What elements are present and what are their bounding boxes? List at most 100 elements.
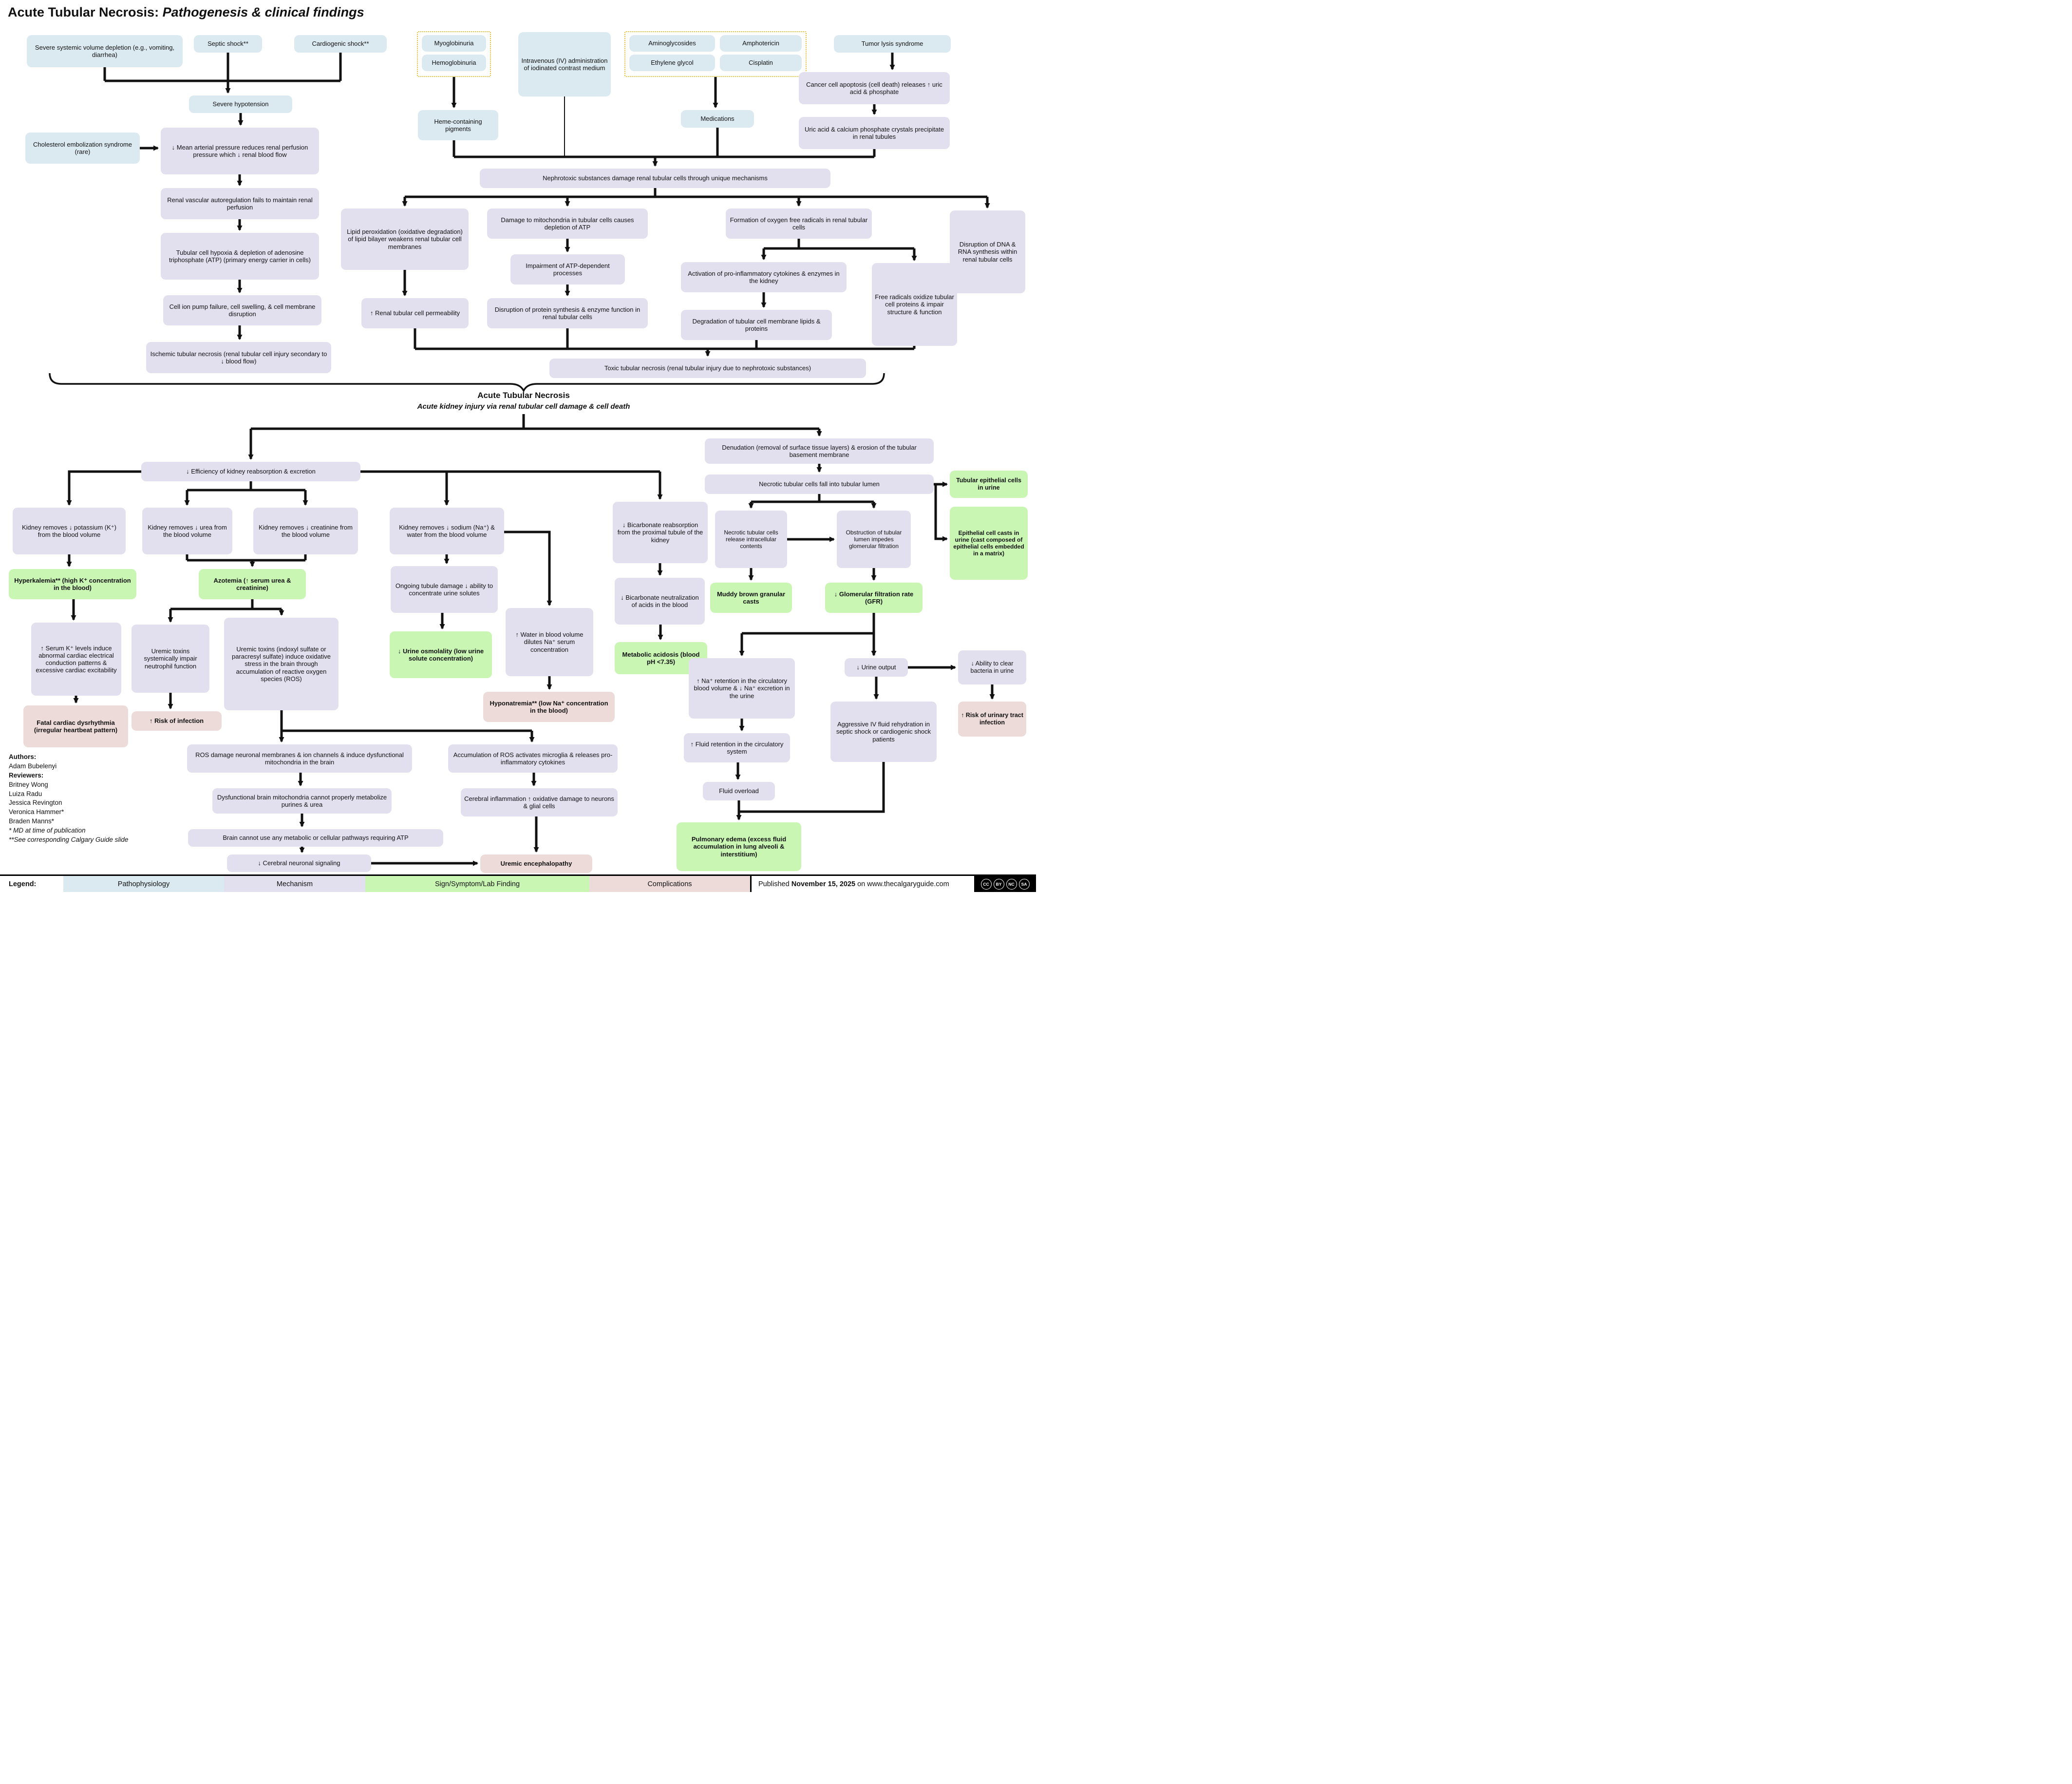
legend-bar: Legend: Pathophysiology Mechanism Sign/S… (0, 874, 1036, 892)
node-uric-crystals: Uric acid & calcium phosphate crystals p… (799, 117, 950, 149)
reviewer-name: Luiza Radu (9, 790, 42, 797)
node-ischemic-necrosis: Ischemic tubular necrosis (renal tubular… (146, 342, 331, 373)
authors-label: Authors: (9, 753, 37, 760)
node-cisplatin: Cisplatin (720, 55, 802, 71)
node-uremic-encephalopathy: Uremic encephalopathy (480, 854, 592, 873)
node-ion-pump-failure: Cell ion pump failure, cell swelling, & … (163, 295, 321, 325)
legend-pathophysiology: Pathophysiology (63, 876, 224, 892)
node-k-potassium: Kidney removes ↓ potassium (K⁺) from the… (13, 508, 126, 554)
node-tubular-epithelial: Tubular epithelial cells in urine (950, 471, 1028, 498)
node-hyperkalemia: Hyperkalemia** (high K⁺ concentration in… (9, 569, 136, 599)
published-prefix: Published (758, 880, 790, 888)
published-date: November 15, 2025 (791, 880, 856, 888)
node-k-sodium: Kidney removes ↓ sodium (Na⁺) & water fr… (390, 508, 504, 554)
node-hyponatremia: Hyponatremia** (low Na⁺ concentration in… (483, 692, 615, 722)
node-chol-embolization: Cholesterol embolization syndrome (rare) (25, 133, 140, 164)
node-risk-infection: ↑ Risk of infection (132, 711, 222, 731)
medication-group-outline (624, 31, 807, 77)
node-membrane-degradation: Degradation of tubular cell membrane lip… (681, 310, 832, 340)
node-amphotericin: Amphotericin (720, 35, 802, 52)
node-severe-depletion: Severe systemic volume depletion (e.g., … (27, 35, 183, 67)
atn-subheading: Acute kidney injury via renal tubular ce… (417, 402, 630, 411)
published-note: Published November 15, 2025 on www.theca… (750, 876, 974, 892)
legend-complications: Complications (589, 876, 750, 892)
node-severe-hypotension: Severe hypotension (189, 95, 292, 113)
node-ethylene-glycol: Ethylene glycol (629, 55, 715, 71)
node-renal-autoregulation: Renal vascular autoregulation fails to m… (161, 188, 319, 219)
node-epithelial-casts: Epithelial cell casts in urine (cast com… (950, 507, 1028, 580)
node-uremic-indoxyl: Uremic toxins (indoxyl sulfate or paracr… (224, 618, 339, 710)
reviewers-label: Reviewers: (9, 771, 44, 779)
cc-icon: cc (980, 878, 992, 890)
node-gfr: ↓ Glomerular filtration rate (GFR) (825, 583, 923, 613)
node-urine-osmolality: ↓ Urine osmolality (low urine solute con… (390, 631, 492, 678)
node-protein-disruption: Disruption of protein synthesis & enzyme… (487, 298, 648, 328)
node-bicarb-neutralization: ↓ Bicarbonate neutralization of acids in… (615, 578, 705, 625)
node-heme-pigments: Heme-containing pigments (418, 110, 498, 140)
node-renal-permeability: ↑ Renal tubular cell permeability (361, 298, 469, 328)
node-lipid-peroxidation: Lipid peroxidation (oxidative degradatio… (341, 209, 469, 270)
reviewer-name: Britney Wong (9, 780, 48, 788)
node-septic-shock: Septic shock** (194, 35, 262, 53)
node-fatal-cardiac: Fatal cardiac dysrhythmia (irregular hea… (23, 705, 128, 747)
pigment-group-outline (417, 31, 491, 77)
node-mito-damage: Damage to mitochondria in tubular cells … (487, 209, 648, 239)
node-fluid-overload: Fluid overload (703, 782, 775, 800)
node-fluid-retention: ↑ Fluid retention in the circulatory sys… (684, 733, 790, 762)
node-azotemia: Azotemia (↑ serum urea & creatinine) (199, 569, 306, 599)
node-medications: Medications (681, 110, 754, 128)
node-necrotic-fall: Necrotic tubular cells fall into tubular… (705, 474, 934, 494)
node-water-dilutes: ↑ Water in blood volume dilutes Na⁺ seru… (506, 608, 593, 676)
node-nephrotoxic: Nephrotoxic substances damage renal tubu… (480, 169, 830, 188)
reviewer-name: Veronica Hammer* (9, 808, 64, 816)
node-denudation: Denudation (removal of surface tissue la… (705, 438, 934, 464)
node-proinflammatory: Activation of pro-inflammatory cytokines… (681, 262, 847, 292)
node-ongoing-tubule: Ongoing tubule damage ↓ ability to conce… (391, 566, 498, 613)
node-metabolic-acidosis: Metabolic acidosis (blood pH <7.35) (615, 642, 707, 674)
node-ros-accumulation: Accumulation of ROS activates microglia … (448, 744, 618, 773)
node-map-reduces: ↓ Mean arterial pressure reduces renal p… (161, 128, 319, 174)
node-bicarb-reabsorption: ↓ Bicarbonate reabsorption from the prox… (613, 502, 708, 563)
node-na-retention: ↑ Na⁺ retention in the circulatory blood… (689, 658, 795, 719)
node-dna-disruption: Disruption of DNA & RNA synthesis within… (950, 210, 1025, 293)
node-urine-output: ↓ Urine output (845, 658, 908, 677)
node-ability-clear: ↓ Ability to clear bacteria in urine (958, 650, 1026, 684)
connector-layer (49, 53, 995, 866)
node-muddy-brown: Muddy brown granular casts (710, 583, 792, 613)
author-name: Adam Bubelenyi (9, 762, 57, 770)
flowchart-canvas: Acute Tubular Necrosis: Pathogenesis & c… (0, 0, 1036, 892)
cc-license-badge: cc by nc sa (974, 876, 1036, 892)
cc-by-icon: by (993, 878, 1004, 890)
node-cardiogenic-shock: Cardiogenic shock** (294, 35, 387, 53)
node-tumor-lysis: Tumor lysis syndrome (834, 35, 951, 53)
node-uremic-systemic: Uremic toxins systemically impair neutro… (132, 625, 209, 693)
cc-nc-icon: nc (1006, 878, 1017, 890)
legend-label: Legend: (9, 880, 37, 888)
cc-sa-icon: sa (1018, 878, 1030, 890)
page-title: Acute Tubular Necrosis: Pathogenesis & c… (8, 5, 364, 20)
legend-sign-symptom: Sign/Symptom/Lab Finding (365, 876, 589, 892)
node-cerebral-signaling: ↓ Cerebral neuronal signaling (227, 854, 371, 872)
node-toxic-necrosis: Toxic tubular necrosis (renal tubular in… (549, 359, 866, 378)
credits-note: * MD at time of publication (9, 827, 86, 835)
node-cancer-apoptosis: Cancer cell apoptosis (cell death) relea… (799, 72, 950, 104)
node-iv-contrast: Intravenous (IV) administration of iodin… (518, 32, 611, 96)
node-free-radicals: Free radicals oxidize tubular cell prote… (872, 263, 957, 346)
node-obstruction: Obstruction of tubular lumen impedes glo… (837, 511, 911, 568)
brace-group (49, 373, 885, 393)
arrows-group (66, 53, 995, 866)
node-dysfunctional-mito: Dysfunctional brain mitochondria cannot … (212, 788, 392, 814)
node-aminoglycosides: Aminoglycosides (629, 35, 715, 52)
node-risk-uti: ↑ Risk of urinary tract infection (958, 702, 1026, 737)
atn-heading: Acute Tubular Necrosis (477, 391, 570, 400)
node-cerebral-inflammation: Cerebral inflammation ↑ oxidative damage… (461, 788, 618, 816)
legend-mechanism: Mechanism (224, 876, 365, 892)
node-k-urea: Kidney removes ↓ urea from the blood vol… (142, 508, 232, 554)
node-brain-cannot: Brain cannot use any metabolic or cellul… (188, 829, 443, 847)
credits-block: Authors: Adam Bubelenyi Reviewers: Britn… (9, 753, 128, 845)
node-hemoglobinuria: Hemoglobinuria (422, 55, 486, 71)
published-suffix: on www.thecalgaryguide.com (857, 880, 949, 888)
node-tubular-hypoxia: Tubular cell hypoxia & depletion of aden… (161, 233, 319, 280)
node-serum-k: ↑ Serum K⁺ levels induce abnormal cardia… (31, 623, 121, 696)
node-aggressive-iv: Aggressive IV fluid rehydration in septi… (830, 702, 937, 762)
